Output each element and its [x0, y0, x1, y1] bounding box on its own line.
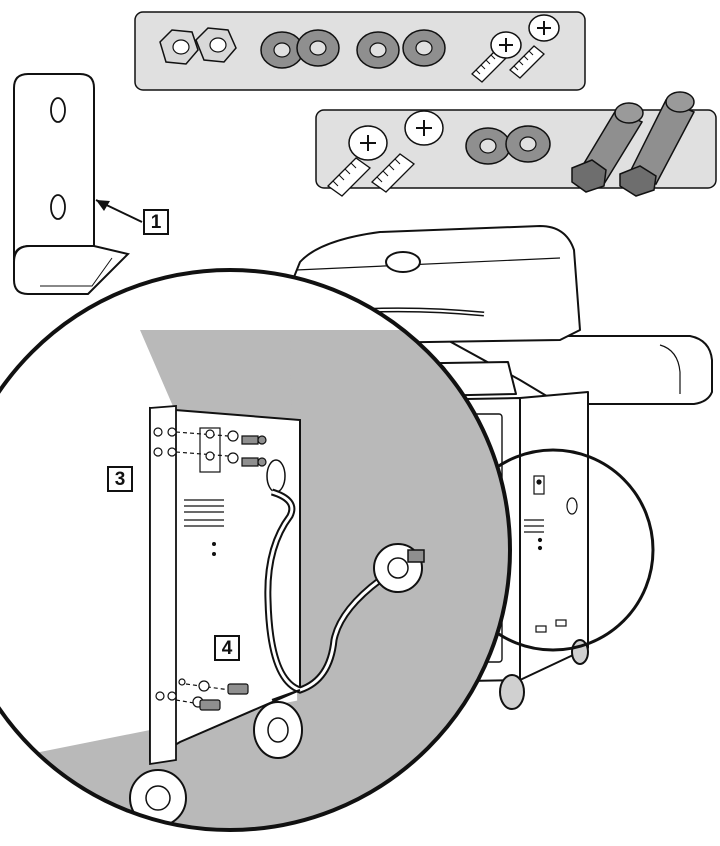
washer-icon [465, 127, 511, 165]
regulator-icon [373, 543, 425, 593]
zoom-detail [0, 268, 512, 832]
caster-post-icon [619, 91, 696, 197]
hardware-tray-bottom [315, 91, 717, 197]
caster-wheel-icon [129, 769, 187, 827]
hex-nut-icon [159, 29, 199, 65]
step-label-3: 3 [107, 466, 133, 492]
caster-post-icon [571, 102, 644, 193]
step-label-4: 4 [214, 635, 240, 661]
screw-icon [471, 31, 522, 83]
washer-icon [356, 31, 400, 69]
step-label-1: 1 [143, 209, 169, 235]
screw-icon [370, 110, 444, 193]
washer-icon [296, 29, 340, 67]
hardware-tray-top [134, 11, 586, 91]
screw-icon [326, 125, 388, 197]
washer-icon [402, 29, 446, 67]
caster-wheel-icon [253, 689, 303, 759]
screw-icon [509, 14, 560, 79]
mounting-bracket [13, 73, 143, 295]
washer-icon [505, 125, 551, 163]
hex-nut-icon [195, 27, 237, 63]
